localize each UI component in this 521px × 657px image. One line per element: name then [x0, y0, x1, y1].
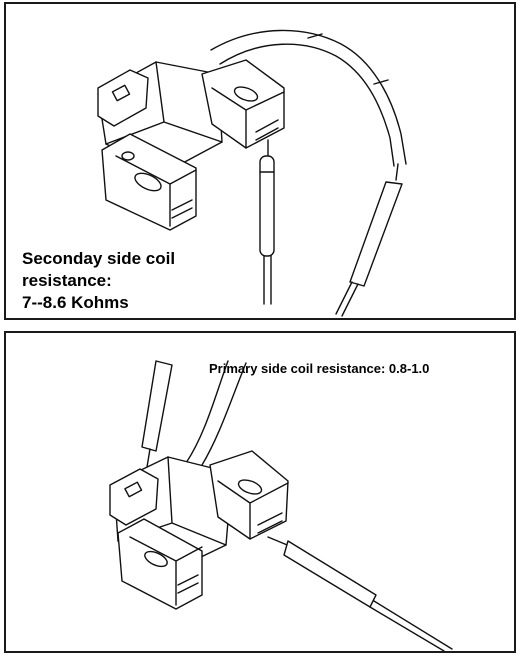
primary-connector	[201, 59, 285, 149]
caption-line-1: Seconday side coil	[22, 249, 176, 268]
primary-coil-panel: Primary side coil resistance: 0.8-1.0	[4, 331, 516, 653]
primary-connector	[209, 450, 289, 540]
secondary-coil-illustration	[97, 29, 407, 317]
meter-probe-right	[335, 163, 403, 317]
meter-probe-left	[259, 139, 275, 305]
caption-line-3: 7--8.6 Kohms	[22, 293, 129, 312]
primary-coil-illustration	[109, 360, 453, 651]
mounting-lug-lower	[101, 133, 197, 231]
caption-line-2: resistance:	[22, 271, 112, 290]
secondary-coil-panel: Seconday side coil resistance: 7--8.6 Ko…	[4, 2, 516, 320]
mounting-lug-upper	[109, 468, 159, 526]
secondary-resistance-caption: Seconday side coil resistance: 7--8.6 Ko…	[22, 248, 175, 314]
ht-lead	[210, 29, 407, 165]
ht-lead	[185, 360, 229, 464]
primary-resistance-caption: Primary side coil resistance: 0.8-1.0	[209, 361, 430, 376]
meter-probe-upper	[141, 360, 173, 474]
meter-probe-lower	[267, 536, 453, 651]
